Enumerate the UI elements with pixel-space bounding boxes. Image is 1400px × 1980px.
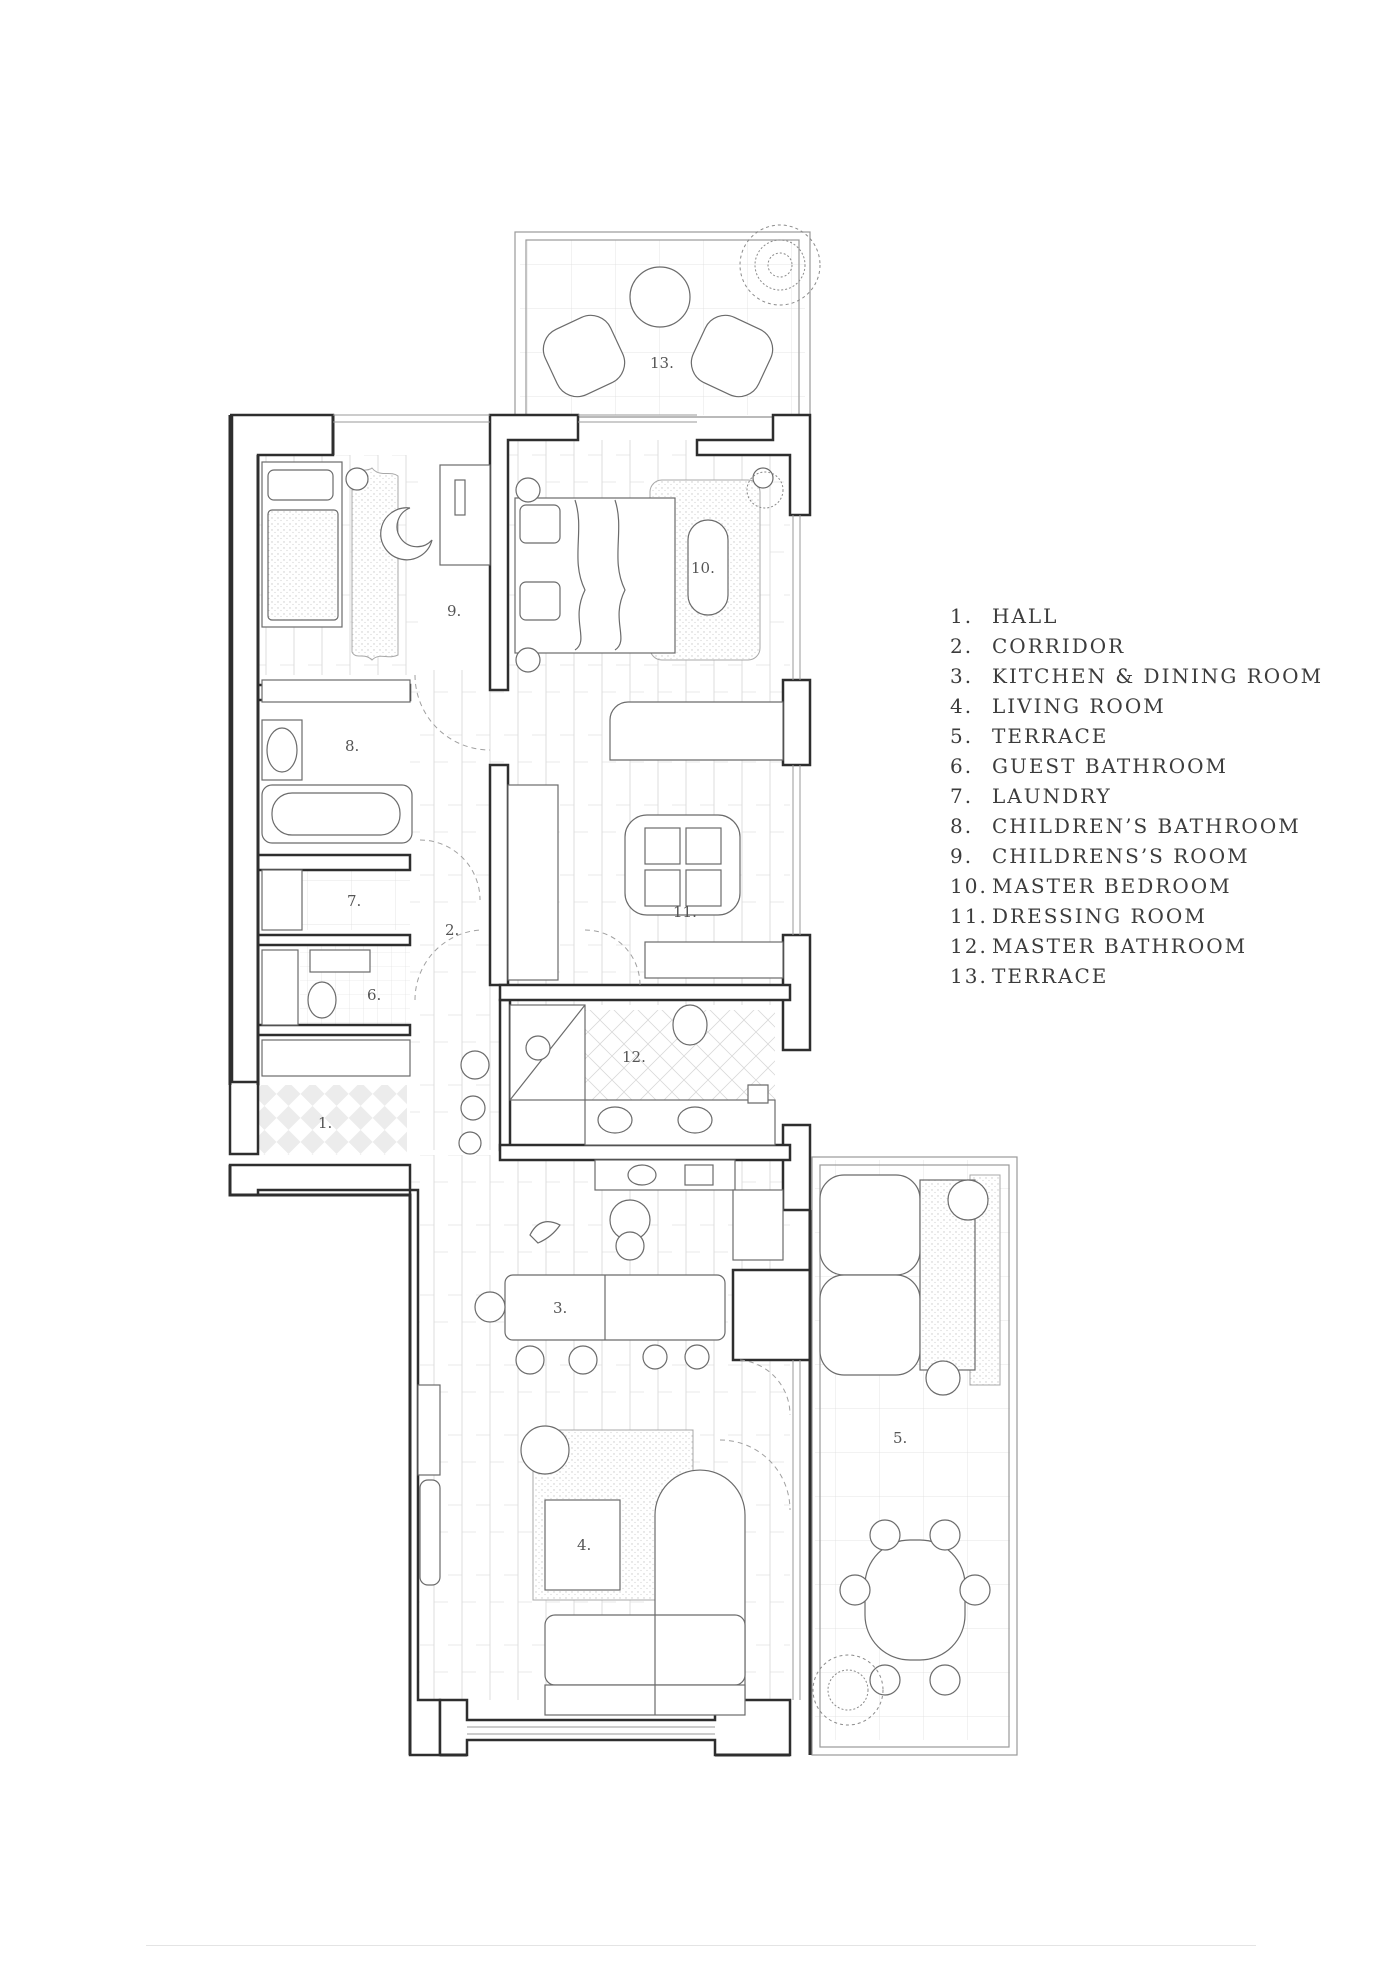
legend-label: CHILDRENS’S ROOM bbox=[992, 844, 1250, 868]
bottom-divider bbox=[146, 1945, 1256, 1946]
legend-number: 4. bbox=[950, 694, 974, 718]
legend-label: GUEST BATHROOM bbox=[992, 754, 1228, 778]
legend-item: 3. KITCHEN & DINING ROOM bbox=[950, 661, 1323, 691]
terrace-13-furniture bbox=[542, 266, 774, 398]
legend-label: DRESSING ROOM bbox=[992, 904, 1207, 928]
terrace-5-furniture bbox=[819, 1174, 991, 1696]
childrens-room-furniture bbox=[261, 461, 491, 703]
wall-outline bbox=[228, 415, 812, 1757]
legend-number: 5. bbox=[950, 724, 974, 748]
legend-number: 12. bbox=[950, 934, 988, 958]
legend-item: 9. CHILDRENS’S ROOM bbox=[950, 841, 1323, 871]
room-number-12: 12. bbox=[622, 1048, 646, 1066]
legend-label: HALL bbox=[992, 604, 1059, 628]
legend-label: CHILDREN’S BATHROOM bbox=[992, 814, 1301, 838]
room-number-9: 9. bbox=[447, 602, 461, 620]
legend-item: 11.DRESSING ROOM bbox=[950, 901, 1323, 931]
room-number-11: 11. bbox=[673, 903, 697, 921]
room-number-4: 4. bbox=[577, 1536, 591, 1554]
legend-label: LAUNDRY bbox=[992, 784, 1112, 808]
room-number-13: 13. bbox=[650, 354, 674, 372]
plant-icon-bedroom bbox=[746, 471, 784, 509]
legend-number: 8. bbox=[950, 814, 974, 838]
room-number-2: 2. bbox=[445, 921, 459, 939]
legend-number: 1. bbox=[950, 604, 974, 628]
room-number-10: 10. bbox=[691, 559, 715, 577]
master-bathroom-fixtures bbox=[509, 1004, 776, 1146]
legend-number: 10. bbox=[950, 874, 988, 898]
legend-label: LIVING ROOM bbox=[992, 694, 1166, 718]
room-number-1: 1. bbox=[318, 1114, 332, 1132]
legend-item: 1. HALL bbox=[950, 601, 1323, 631]
plant-icon-terrace-5 bbox=[812, 1654, 884, 1726]
legend-label: CORRIDOR bbox=[992, 634, 1126, 658]
legend-item: 7. LAUNDRY bbox=[950, 781, 1323, 811]
legend-number: 11. bbox=[950, 904, 988, 928]
legend-label: MASTER BATHROOM bbox=[992, 934, 1248, 958]
living-room-furniture bbox=[417, 1384, 746, 1716]
plant-icon-terrace-13 bbox=[739, 224, 821, 306]
legend-number: 2. bbox=[950, 634, 974, 658]
legend-number: 3. bbox=[950, 664, 974, 688]
childrens-bathroom-fixtures bbox=[261, 719, 413, 844]
room-number-6: 6. bbox=[367, 986, 381, 1004]
door-swings bbox=[414, 674, 791, 1511]
room-number-5: 5. bbox=[893, 1429, 907, 1447]
legend-item: 2. CORRIDOR bbox=[950, 631, 1323, 661]
legend-label: MASTER BEDROOM bbox=[992, 874, 1232, 898]
dressing-room-furniture bbox=[507, 701, 784, 981]
legend-item: 13.TERRACE bbox=[950, 961, 1323, 991]
windows bbox=[333, 414, 801, 1735]
legend-item: 5. TERRACE bbox=[950, 721, 1323, 751]
plant-icons bbox=[739, 224, 884, 1726]
legend-label: KITCHEN & DINING ROOM bbox=[992, 664, 1324, 688]
legend-item: 10.MASTER BEDROOM bbox=[950, 871, 1323, 901]
room-legend: 1. HALL 2. CORRIDOR 3. KITCHEN & DINING ROO… bbox=[950, 601, 1323, 991]
terrace-outlines bbox=[514, 231, 1018, 1756]
corridor-items bbox=[458, 1050, 490, 1155]
legend-number: 13. bbox=[950, 964, 988, 988]
legend-number: 6. bbox=[950, 754, 974, 778]
room-number-7: 7. bbox=[347, 892, 361, 910]
legend-label: TERRACE bbox=[992, 724, 1109, 748]
legend-label: TERRACE bbox=[992, 964, 1109, 988]
kitchen-dining-furniture bbox=[474, 1159, 784, 1375]
laundry-guest-fixtures bbox=[261, 869, 411, 1077]
legend-number: 9. bbox=[950, 844, 974, 868]
legend-item: 4. LIVING ROOM bbox=[950, 691, 1323, 721]
legend-item: 6. GUEST BATHROOM bbox=[950, 751, 1323, 781]
legend-number: 7. bbox=[950, 784, 974, 808]
room-number-labels: 1. 2. 3. 4. 5. 6. 7. 8. 9. 10. 11. 12. 1… bbox=[318, 354, 907, 1554]
legend-item: 8. CHILDREN’S BATHROOM bbox=[950, 811, 1323, 841]
master-bedroom-furniture bbox=[514, 467, 774, 673]
room-number-8: 8. bbox=[345, 737, 359, 755]
legend-item: 12.MASTER BATHROOM bbox=[950, 931, 1323, 961]
room-number-3: 3. bbox=[553, 1299, 567, 1317]
